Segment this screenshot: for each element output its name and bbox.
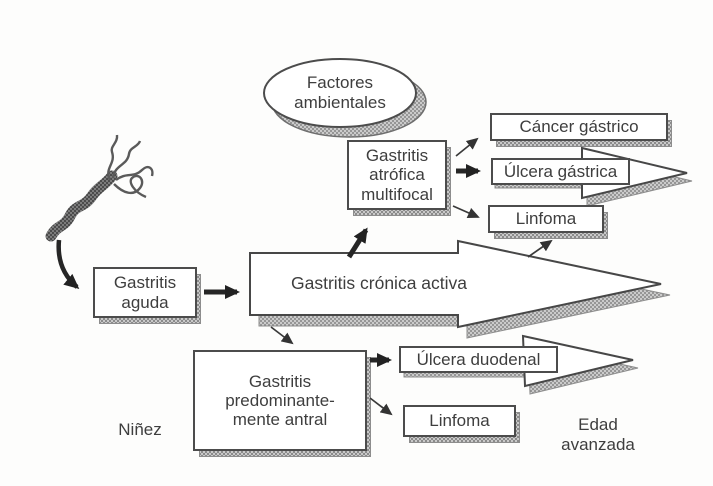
factores-ambientales-label: Factores ambientales — [294, 72, 386, 112]
gastritis-atrofica-multifocal-box: Gastritis atrófica multifocal — [347, 140, 451, 216]
linfoma-inferior-box: Linfoma — [403, 405, 520, 443]
linfoma-superior-box: Linfoma — [488, 205, 608, 239]
gastritis-cronica-activa-label: Gastritis crónica activa — [290, 273, 468, 294]
gastritis-aguda-box: Gastritis aguda — [93, 267, 201, 324]
arrow-bacterium-to-aguda — [56, 239, 80, 289]
arrow-cronica-to-multifocal — [346, 227, 369, 259]
timeline-ninez-label: Niñez — [118, 419, 162, 439]
arrow-antral-to-linfoma-inf — [369, 397, 393, 416]
timeline-edad-avanzada-label: Edad avanzada — [561, 414, 635, 454]
bacterium-body — [45, 170, 118, 242]
arrow-cronica-to-antral — [270, 326, 294, 345]
cronica-block-arrow — [249, 239, 662, 329]
h-pylori-bacterium-icon — [45, 134, 154, 242]
arrow-multifocal-to-linfoma-sup — [452, 205, 480, 219]
cancer-gastrico-box: Cáncer gástrico — [490, 113, 672, 147]
ulcera-gastrica-label-box: Úlcera gástrica — [491, 158, 630, 185]
gastritis-antral-box: Gastritis predominante- mente antral — [193, 350, 371, 457]
bacterium-flagellum-2 — [111, 140, 142, 179]
bacterium-flagellum-1 — [107, 134, 119, 181]
bacterium-flagellum-4 — [113, 174, 147, 199]
factores-ellipse — [263, 58, 417, 128]
arrow-cronica-to-linfoma-sup — [527, 239, 553, 258]
ulcera-duodenal-label-box: Úlcera duodenal — [399, 346, 558, 373]
bacterium-flagellum-3 — [115, 165, 154, 181]
arrow-multifocal-to-cancer — [455, 137, 479, 157]
